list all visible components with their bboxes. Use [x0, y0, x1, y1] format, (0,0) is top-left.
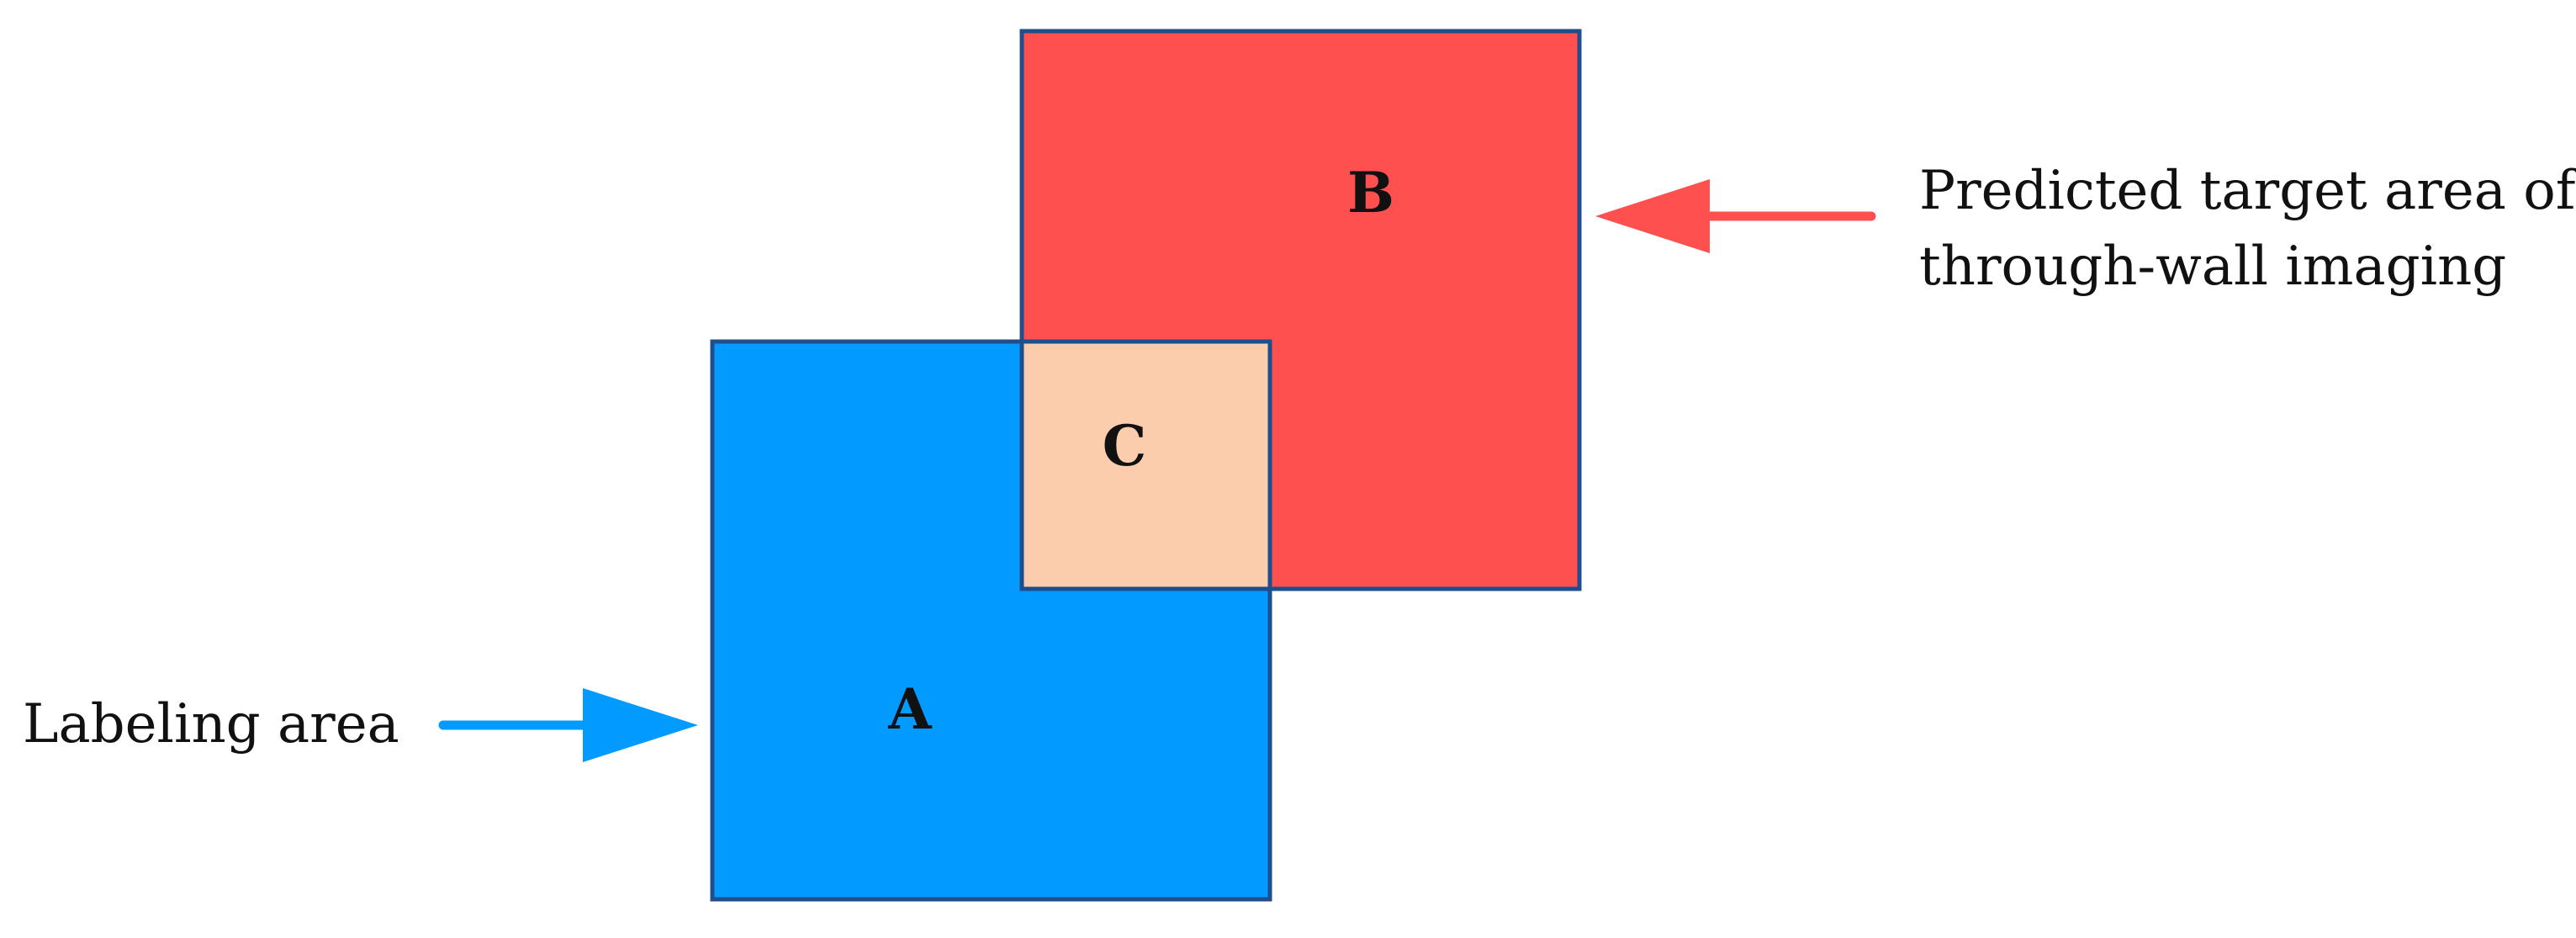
labeling-callout: Labeling area — [23, 693, 399, 755]
box-b-label: B — [1347, 160, 1394, 225]
box-c-label: C — [1103, 413, 1147, 479]
box-c-intersection — [1019, 339, 1272, 591]
predicted-callout-line2: through-wall imaging — [1919, 236, 2506, 298]
labeling-arrow — [438, 688, 698, 762]
predicted-callout-line1: Predicted target area of — [1919, 160, 2576, 222]
box-a-label: A — [887, 676, 932, 742]
predicted-arrow — [1595, 179, 1876, 253]
